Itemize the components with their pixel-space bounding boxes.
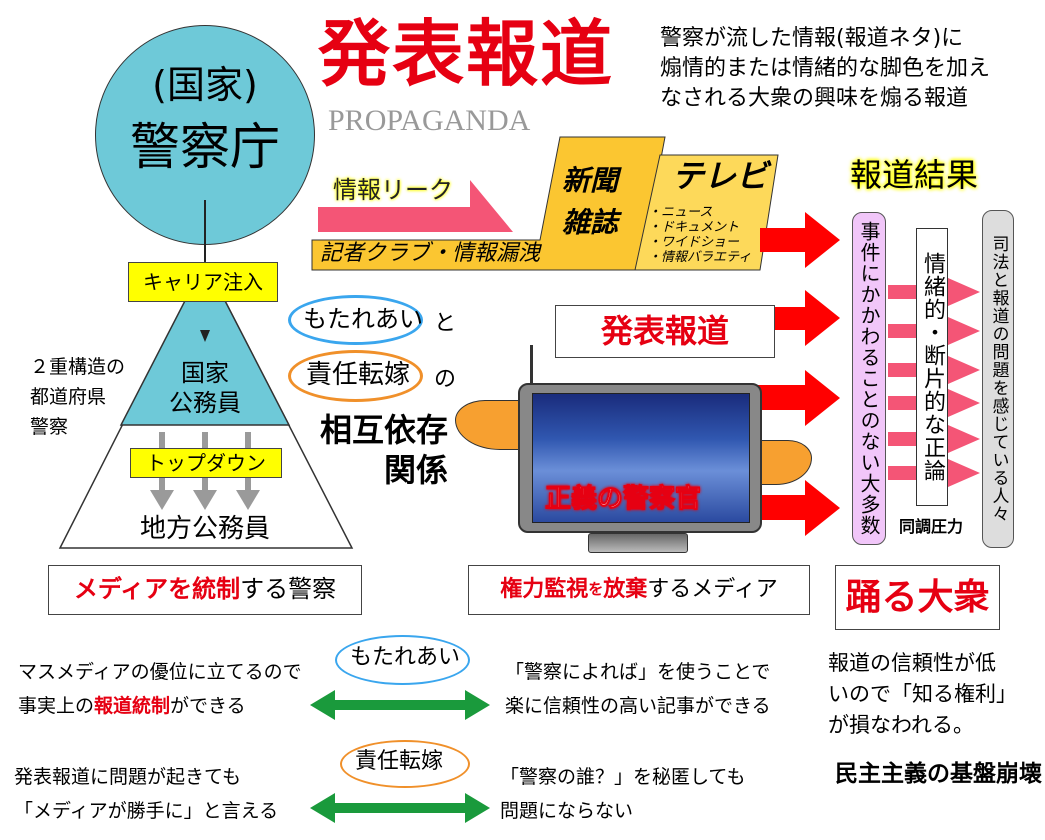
caption-particle: を: [588, 580, 604, 599]
caption-rest: する警察: [240, 575, 337, 604]
text-line: いので「知る権利」: [828, 682, 1017, 706]
tv-item: ・ワイドショー: [648, 235, 740, 250]
text-line: 発表報道に問題が起きても: [14, 766, 242, 788]
blame-ellipse: [288, 350, 423, 402]
tv-item: ・情報バラエティ: [648, 250, 752, 265]
propaganda-subtitle: PROPAGANDA: [328, 104, 531, 137]
no-label: の: [434, 367, 457, 392]
blame-label-bottom: 責任転嫁: [355, 749, 444, 774]
double-structure-text: ２重構造の 都道府県 警察: [30, 352, 125, 442]
mutual-ellipse: [288, 295, 423, 345]
text-line: 「警察の誰？」を秘匿しても: [500, 766, 746, 788]
dancing-public-box: 踊る大衆: [835, 565, 1000, 630]
blame-ellipse-bottom: [340, 740, 470, 788]
double-arrow-icon: [310, 690, 490, 720]
bottom-left-1: マスメディアの優位に立てるので 事実上の報道統制ができる: [18, 655, 302, 723]
description: 警察が流した情報(報道ネタ)に 煽情的または情緒的な脚色を加え なされる大衆の興…: [660, 24, 990, 114]
description-line: 警察が流した情報(報道ネタ)に: [660, 26, 964, 51]
emotional-column: 情緒的・断片的な正論: [916, 228, 948, 506]
dependence-line: 関係: [383, 451, 448, 489]
circle-main-text: 警察庁: [130, 118, 280, 176]
announcement-box: 発表報道: [555, 305, 775, 358]
press-control-highlight: 報道統制: [94, 695, 171, 717]
text-part: ができる: [170, 695, 246, 717]
text-line: ２重構造の: [30, 356, 126, 378]
majority-column: 事件にかかわることのない大多数: [852, 212, 886, 545]
result-title: 報道結果: [850, 156, 979, 194]
mutual-label: もたれあい: [303, 305, 423, 333]
circle-top-text: (国家): [152, 63, 258, 107]
double-arrows: [310, 690, 490, 823]
topdown-label: トップダウン: [130, 448, 282, 478]
newspaper-line: 雑誌: [562, 206, 619, 239]
bottom-left-2: 発表報道に問題が起きても 「メディアが勝手に」と言える: [14, 760, 278, 828]
trust-text: 報道の信頼性が低 いので「知る権利」 が損なわれる。: [828, 648, 1017, 741]
page-title: 発表報道: [318, 12, 615, 96]
description-line: なされる大衆の興味を煽る報道: [660, 86, 969, 111]
tv-item: ・ニュース: [648, 205, 713, 220]
blame-label: 責任転嫁: [306, 360, 411, 390]
bottom-right-2: 「警察の誰？」を秘匿しても 問題にならない: [500, 760, 745, 828]
leak-label: 情報リーク: [333, 176, 453, 204]
newspaper-label: 新聞 雑誌: [562, 160, 618, 244]
description-line: 煽情的または情緒的な脚色を加え: [660, 56, 991, 81]
antenna-icon: [530, 345, 533, 387]
concerned-column: 司法と報道の問題を感じている人々: [982, 210, 1014, 548]
mutual-ellipse-bottom: [335, 635, 470, 685]
double-arrow-icon: [310, 793, 490, 823]
tv-caption: 正義の警察官: [544, 484, 702, 514]
text-line: マスメディアの優位に立てるので: [18, 661, 302, 683]
dependence-label: 相互依存 関係: [300, 410, 448, 490]
text-line: 楽に信頼性の高い記事ができる: [505, 695, 771, 717]
career-injection-label: キャリア注入: [128, 262, 278, 302]
to-label: と: [434, 311, 457, 336]
text-line: 報道の信頼性が低: [828, 651, 996, 675]
caption-highlight: 放棄: [603, 577, 648, 603]
bottom-right-1: 「警察によれば」を使うことで 楽に信頼性の高い記事ができる: [505, 655, 771, 723]
text-line: 事実上の報道統制ができる: [18, 689, 302, 723]
tv-item: ・ドキュメント: [648, 220, 740, 235]
newspaper-line: 新聞: [562, 164, 619, 197]
tv-items: ・ニュース ・ドキュメント ・ワイドショー ・情報バラエティ: [648, 205, 751, 265]
peer-pressure-label: 同調圧力: [899, 517, 964, 536]
national-line: 公務員: [169, 389, 241, 417]
text-line: が損なわれる。: [828, 713, 974, 737]
caption-rest: するメディア: [647, 577, 778, 603]
national-line: 国家: [181, 359, 229, 387]
tv-stand: [588, 533, 688, 553]
media-caption: 権力監視を放棄するメディア: [468, 565, 810, 615]
text-line: 問題にならない: [500, 800, 634, 822]
tv-label: テレビ: [672, 157, 769, 195]
tv-screen-police-image: [532, 393, 750, 523]
local-officials-text: 地方公務員: [139, 514, 270, 544]
media-shapes: [311, 136, 980, 536]
mutual-label-bottom: もたれあい: [350, 645, 461, 670]
democracy-collapse: 民主主義の基盤崩壊: [835, 761, 1042, 787]
text-part: 事実上の: [18, 695, 95, 717]
press-club-label: 記者クラブ・情報漏洩: [320, 241, 541, 266]
text-line: 都道府県: [30, 386, 107, 408]
left-hand-icon: [455, 400, 530, 450]
text-line: 「警察によれば」を使うことで: [505, 661, 771, 683]
police-caption: メディアを統制する警察: [48, 565, 362, 615]
dependence-line: 相互依存: [319, 411, 448, 449]
national-officials-text: 国家 公務員: [145, 358, 265, 418]
text-line: 警察: [30, 416, 69, 438]
caption-highlight: メディアを統制: [73, 575, 241, 604]
text-line: 「メディアが勝手に」と言える: [14, 800, 279, 822]
caption-highlight: 権力監視: [500, 577, 589, 603]
